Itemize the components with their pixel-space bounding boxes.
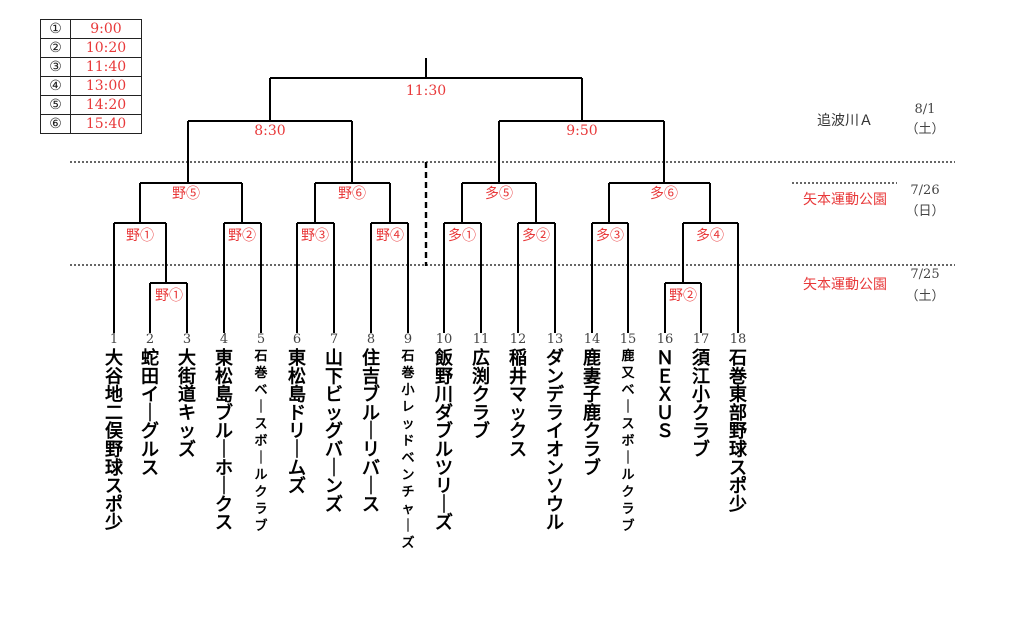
team-number: 13 [547,332,564,347]
team-name: 石巻東部野球スポ少 [728,348,748,515]
legend-time: 14:20 [70,95,142,115]
semifinal-time-label: 8:30 [254,123,285,139]
semifinal-time-label: 9:50 [566,123,597,139]
team-name: ＮＥＸＵＳ [656,348,674,442]
team-number: 7 [330,332,338,347]
date-label: 7/25 [910,267,939,282]
team-name: 大谷地二俣野球スポ少 [104,347,124,534]
team-name: 住吉ブル｜リバ｜ス [362,347,380,515]
match-label: 野② [228,228,256,244]
team-number: 4 [220,332,228,347]
match-label: 多⑤ [485,185,513,202]
team-number: 11 [473,332,490,347]
team-number: 18 [730,332,747,347]
bracket-lines [113,58,739,333]
weekday-label: （土） [905,122,944,137]
match-label: 野① [155,288,183,304]
team-name: 東松島ドリ｜ムズ [288,347,306,497]
team-name: 鹿妻子鹿クラブ [583,347,601,479]
venue-label: 矢本運動公園 [803,192,887,208]
match-label: 野④ [376,228,404,244]
team-number: 10 [436,332,453,347]
date-label: 7/26 [910,183,939,198]
match-label: 多④ [696,227,724,244]
match-label: 野③ [301,228,329,244]
team-name: 須江小クラブ [692,348,711,461]
team-name: ダンデライオンソウル [546,347,565,534]
team-name: 大街道キッズ [177,347,196,461]
match-label: 野⑤ [172,186,200,202]
team-number: 1 [110,332,118,347]
weekday-label: （日） [905,204,944,219]
team-number: 8 [367,332,375,347]
team-name: 石巻ベ｜スボ｜ルクラブ [253,349,268,534]
legend-time: 15:40 [70,114,142,134]
team-number: 3 [183,332,191,347]
team-number: 16 [657,332,674,347]
team-number: 17 [693,332,710,347]
legend-time: 11:40 [70,57,142,77]
team-name: 東松島ブル｜ホ｜クス [215,347,233,534]
weekday-label: （土） [905,289,944,304]
team-number: 14 [584,332,601,347]
match-label: 多⑥ [650,185,678,202]
team-name: 蛇田イ｜グルス [141,347,159,479]
team-name: 飯野川ダブルツリ｜ズ [434,347,453,534]
match-label: 多③ [596,227,624,244]
match-label: 野① [126,228,154,244]
team-name: 山下ビッグバ｜ンズ [325,348,343,515]
match-label: 多① [448,227,476,244]
team-name: 石巻小レッドベンチャ｜ズ [400,349,415,551]
team-name: 稲井マックス [509,348,527,461]
final-time-label: 11:30 [406,83,446,99]
match-label: 野⑥ [338,186,366,202]
team-number: 5 [257,332,265,347]
team-name: 広渕クラブ [472,347,490,442]
match-label: 野② [669,288,697,304]
team-number: 6 [293,332,301,347]
venue-label: 追波川Ａ [817,113,873,129]
team-number: 9 [404,332,412,347]
venue-label: 矢本運動公園 [803,277,887,293]
team-name: 鹿又ベ｜スボ｜ルクラブ [620,348,635,534]
match-label: 多② [522,227,550,244]
legend-key: ③ [40,57,71,77]
date-label: 8/1 [915,102,936,117]
team-number: 2 [146,332,154,347]
legend-key: ⑥ [40,114,71,134]
team-number: 15 [620,332,637,347]
team-number: 12 [510,332,527,347]
